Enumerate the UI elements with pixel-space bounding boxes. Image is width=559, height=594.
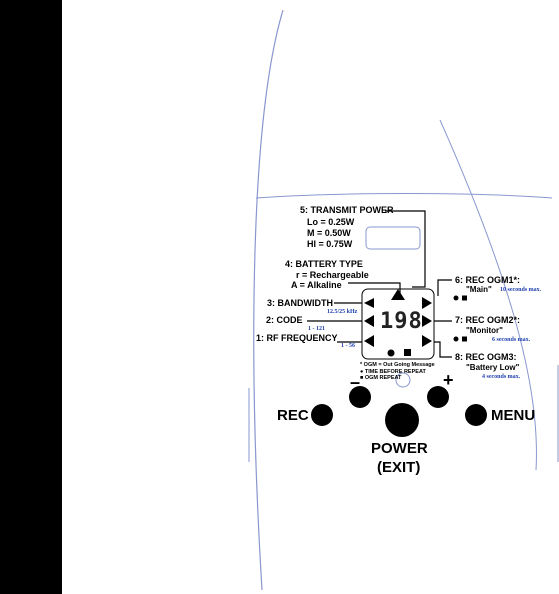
square-icon (462, 336, 467, 342)
transmit-power-label: 5: TRANSMIT POWER (300, 205, 394, 215)
exit-label: (EXIT) (377, 459, 421, 476)
plus-label: + (443, 370, 454, 390)
note-repeat: ■ OGM REPEAT (360, 375, 402, 381)
ogm3-name: "Battery Low" (466, 363, 520, 372)
right-arrow-icon (422, 297, 432, 309)
square-icon (462, 295, 467, 301)
left-arrow-icon (364, 315, 374, 327)
rec-label: REC (277, 407, 309, 424)
power-label: POWER (371, 440, 428, 457)
left-black-bar (0, 0, 62, 594)
leader-ogm3 (434, 341, 452, 358)
ogm3-time: 4 seconds max. (482, 374, 521, 380)
dot-icon (387, 349, 395, 357)
dot-icon (453, 295, 459, 301)
ogm2-name: "Monitor" (466, 326, 503, 335)
note-time: ● TIME BEFORE REPEAT (360, 368, 426, 375)
up-arrow-icon (391, 289, 405, 300)
ogm2-time: 6 seconds max. (492, 337, 531, 343)
battery-rechargeable: r = Rechargeable (296, 270, 369, 280)
top-contour-line (255, 193, 553, 199)
window-rect (365, 226, 421, 250)
square-icon (404, 349, 411, 356)
note-ogm: * OGM = Out Going Message (360, 362, 435, 368)
rec-ogm1-label: 6: REC OGM1*: (455, 275, 521, 285)
leader-battery (348, 282, 401, 297)
minus-button[interactable] (349, 386, 371, 408)
code-label: 2: CODE (266, 315, 303, 325)
leader-transmit (385, 210, 426, 288)
display-value: 198 (380, 309, 423, 334)
rec-button[interactable] (311, 404, 333, 426)
rf-range: 1 - 56 (341, 343, 355, 349)
transmit-m: M = 0.50W (307, 228, 351, 238)
left-arrow-icon (364, 298, 374, 308)
transmit-lo: Lo = 0.25W (307, 217, 355, 227)
minus-label: – (350, 372, 361, 392)
leader-ogm1 (437, 279, 452, 296)
ogm1-time: 10 seconds max. (500, 287, 542, 293)
right-arrow-icon (422, 315, 432, 327)
bandwidth-label: 3: BANDWIDTH (267, 298, 333, 308)
battery-alkaline: A = Alkaline (291, 280, 342, 290)
left-arrow-icon (364, 335, 374, 347)
ogm1-name: "Main" (466, 285, 492, 294)
legend-notes: * OGM = Out Going Message ● TIME BEFORE … (360, 362, 435, 382)
power-button[interactable] (385, 403, 419, 437)
rf-frequency-label: 1: RF FREQUENCY (256, 333, 338, 343)
bandwidth-range: 12.5/25 kHz (327, 309, 358, 315)
sensor-circle (395, 372, 411, 388)
transmit-hi: HI = 0.75W (307, 239, 353, 249)
left-contour-line (253, 9, 284, 591)
right-arrow-icon (422, 335, 432, 347)
battery-type-label: 4: BATTERY TYPE (285, 259, 363, 269)
plus-button[interactable] (427, 386, 449, 408)
dot-icon (453, 336, 459, 342)
menu-label: MENU (491, 407, 536, 424)
rec-ogm3-label: 8: REC OGM3: (455, 352, 517, 362)
code-range: 1 - 121 (308, 326, 325, 332)
right-contour-line (439, 119, 537, 471)
menu-button[interactable] (465, 404, 487, 426)
rec-ogm2-label: 7: REC OGM2*: (455, 315, 521, 325)
